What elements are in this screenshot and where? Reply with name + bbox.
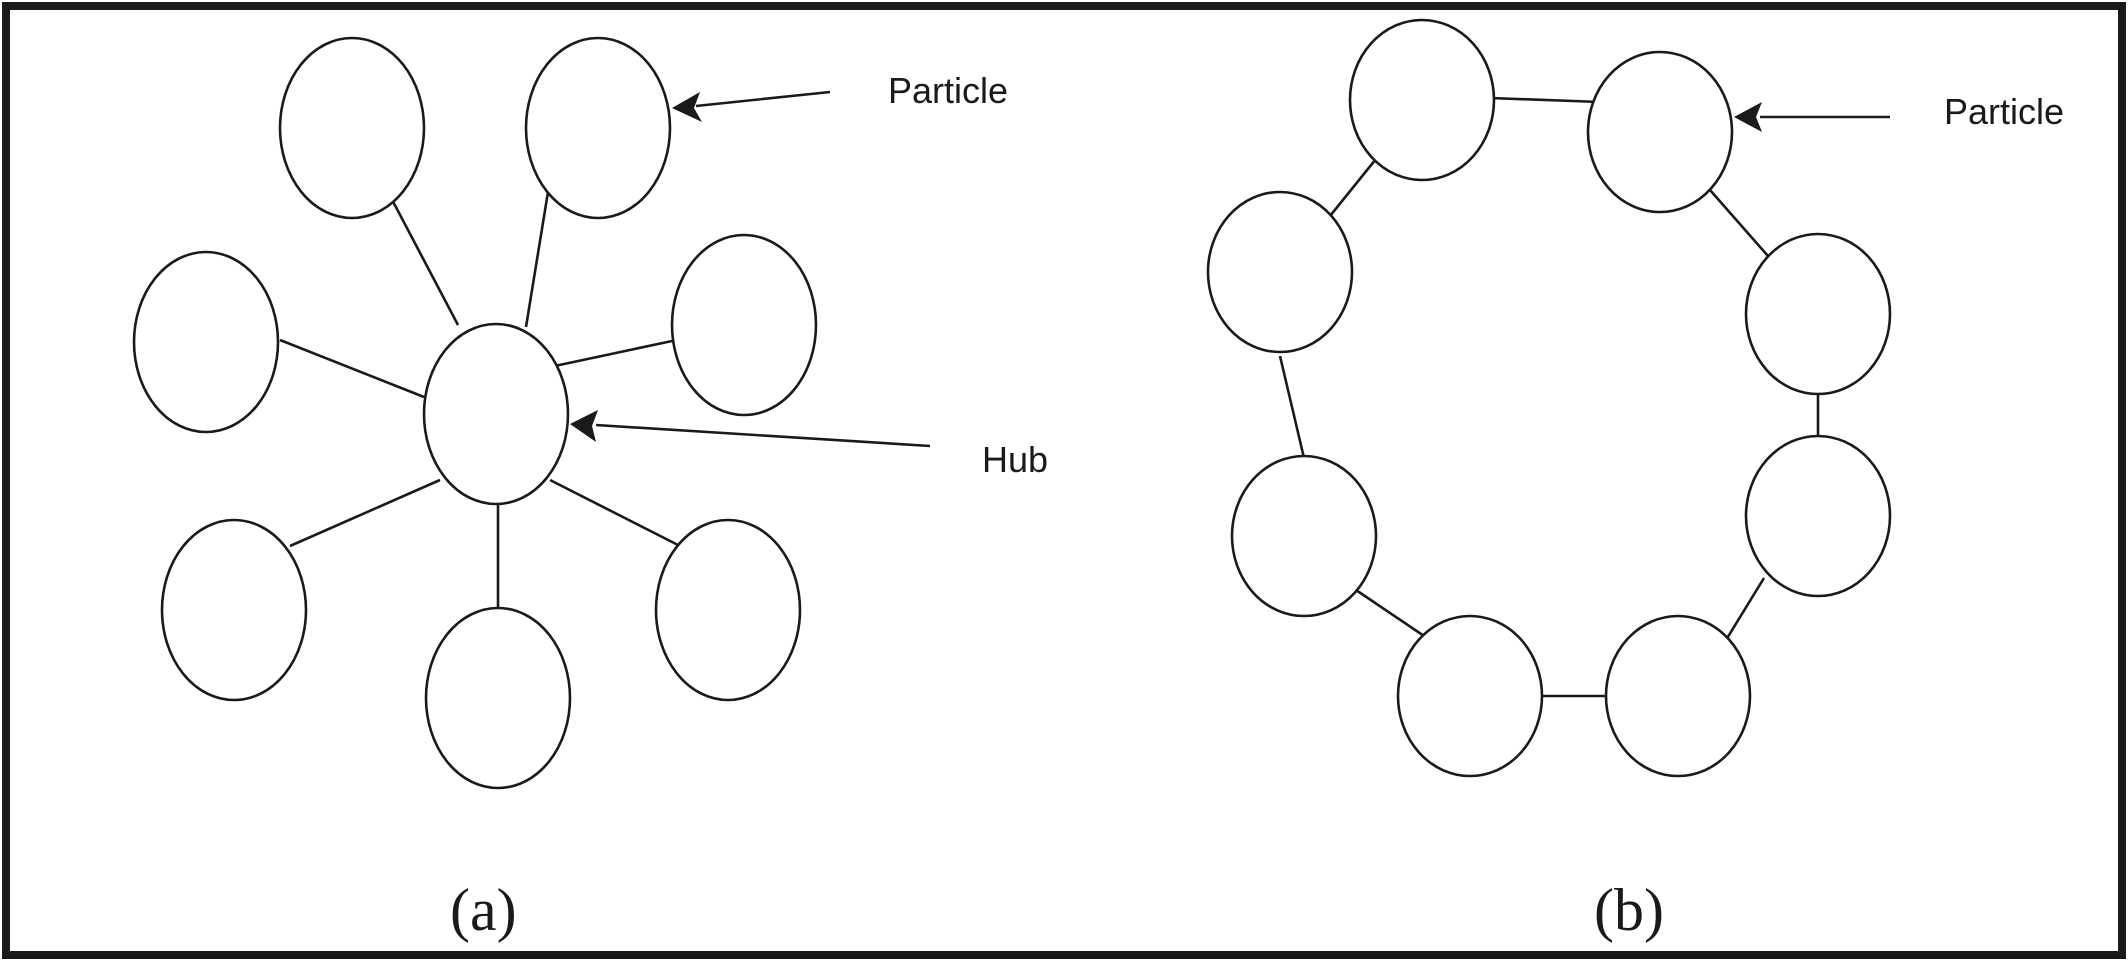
- ring-edge: [1724, 577, 1766, 641]
- label-hub: Hub: [982, 439, 1048, 480]
- diagram-a-star: Particle Hub (a): [132, 36, 1048, 943]
- arrow-line: [695, 90, 831, 108]
- diagram-a-edges: [279, 191, 681, 610]
- diagram-b-edges: [1278, 96, 1820, 698]
- arrow-line: [595, 423, 931, 448]
- particle-node: [1396, 614, 1544, 778]
- particle-node: [670, 233, 818, 417]
- label-particle-a: Particle: [888, 70, 1008, 111]
- caption-b: (b): [1594, 877, 1664, 943]
- caption-a: (a): [450, 877, 517, 943]
- arrow-head: [1734, 102, 1762, 132]
- ring-edge: [1328, 153, 1382, 217]
- particle-node: [1230, 454, 1378, 618]
- label-particle-b: Particle: [1944, 91, 2064, 132]
- particle-node: [424, 606, 572, 790]
- particle-node: [1744, 232, 1892, 396]
- particle-node: [654, 518, 802, 702]
- particle-node: [160, 518, 308, 702]
- particle-node: [278, 36, 426, 220]
- particle-node: [1586, 50, 1734, 214]
- diagram-a-particles: [132, 36, 818, 790]
- arrow-to-hub: [570, 410, 931, 448]
- edge-hub-particle-4: [279, 338, 425, 399]
- edge-hub-particle-2: [524, 191, 550, 328]
- diagram-b-ring: Particle (b): [1206, 18, 2064, 943]
- ring-edge: [1278, 355, 1306, 459]
- particle-node: [524, 36, 672, 220]
- arrow-head: [672, 92, 702, 122]
- arrow-to-particle-a: [672, 90, 831, 122]
- particle-node: [1604, 614, 1752, 778]
- particle-node: [1206, 190, 1354, 354]
- arrow-to-particle-b: [1734, 102, 1890, 132]
- hub-node: [422, 322, 570, 506]
- edge-hub-particle-5: [289, 478, 441, 548]
- particle-node: [1744, 434, 1892, 598]
- arrow-head: [570, 410, 598, 442]
- diagram-b-particles: [1206, 18, 1892, 778]
- ring-edge: [1709, 189, 1769, 257]
- particle-node: [1348, 18, 1496, 182]
- ring-edge: [1489, 96, 1601, 104]
- ring-edge: [1355, 588, 1425, 638]
- particle-node: [132, 250, 280, 434]
- edge-hub-particle-7: [549, 478, 681, 548]
- edge-hub-particle-3: [549, 339, 673, 369]
- edge-hub-particle-1: [386, 191, 460, 326]
